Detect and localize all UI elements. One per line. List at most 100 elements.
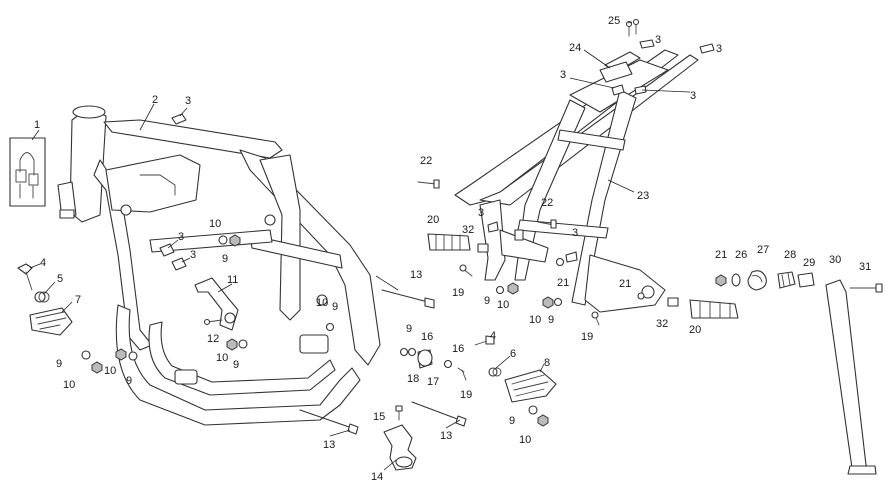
part-11-bracket [194,277,239,331]
callout-9: 9 [406,323,412,335]
part-20-footpeg-right [689,299,739,319]
callout-19: 19 [581,331,593,343]
callout-3: 3 [185,95,191,107]
callout-21: 21 [557,277,569,289]
callout-5: 5 [57,273,63,285]
part-28-bushing [777,271,796,289]
part-22-bolts [417,179,557,229]
callout-21: 21 [619,278,631,290]
callout-20: 20 [689,324,701,336]
part-27-spring [747,270,767,291]
washers-right-lower [528,405,549,427]
callout-19: 19 [460,389,472,401]
part-3-clips-subframe [487,39,715,263]
callout-16: 16 [421,331,433,343]
part-5-spring [34,291,50,303]
callout-13: 13 [323,439,335,451]
part-20-footpeg-left [427,233,471,251]
callout-10: 10 [104,365,116,377]
callout-3: 3 [655,34,661,46]
callout-22: 22 [420,155,432,167]
callout-24: 24 [569,42,581,54]
callout-16: 16 [452,343,464,355]
callout-20: 20 [427,214,439,226]
callout-12: 12 [207,333,219,345]
callout-25: 25 [608,15,620,27]
part-4-bolt-left [17,263,33,291]
callout-14: 14 [371,471,383,483]
callout-10: 10 [63,379,75,391]
part-21-nut [715,274,727,287]
callout-3: 3 [716,43,722,55]
callout-23: 23 [637,190,649,202]
callout-19: 19 [452,287,464,299]
callout-10: 10 [529,314,541,326]
callout-30: 30 [829,254,841,266]
callout-1: 1 [34,119,40,131]
callout-21: 21 [715,249,727,261]
washers-subframe [495,257,645,309]
callout-31: 31 [859,261,871,273]
part-23-subframe [454,49,699,313]
callout-18: 18 [407,373,419,385]
leader-lines [29,21,691,471]
callout-9: 9 [233,359,239,371]
callout-4: 4 [40,257,46,269]
callout-7: 7 [75,294,81,306]
part-32-pins [477,243,679,307]
callout-3: 3 [560,69,566,81]
callout-29: 29 [803,257,815,269]
part-29-sleeve [797,272,815,288]
callout-8: 8 [544,357,550,369]
callout-9: 9 [509,415,515,427]
callout-10: 10 [216,352,228,364]
callout-13: 13 [410,269,422,281]
callout-28: 28 [784,249,796,261]
part-6-spring-right [488,367,502,377]
callout-22: 22 [541,197,553,209]
callout-3: 3 [190,249,196,261]
callout-11: 11 [227,274,238,286]
callout-32: 32 [656,318,668,330]
part-26-washer [731,273,741,287]
part-24-plate [599,61,633,83]
callout-9: 9 [548,314,554,326]
callout-9: 9 [56,358,62,370]
callout-labels: 1 2 3 3 3 3 3 3 3 3 3 4 4 5 6 7 8 9 9 9 … [34,15,871,483]
callout-9: 9 [222,253,228,265]
callout-9: 9 [484,295,490,307]
callout-10: 10 [497,299,509,311]
part-14-pedal [383,424,417,471]
callout-10: 10 [519,434,531,446]
washers-nuts-left [81,234,335,374]
part-2-main-frame [57,105,381,426]
part-19-bolts [459,264,600,381]
callout-4: 4 [490,330,496,342]
callout-2: 2 [152,94,158,106]
callout-13: 13 [440,430,452,442]
callout-6: 6 [510,348,516,360]
callout-32: 32 [462,224,474,236]
callout-15: 15 [373,411,385,423]
part-13-long-bolts [299,289,467,435]
callout-10: 10 [316,297,328,309]
part-15-screw [395,405,403,421]
callout-9: 9 [126,375,132,387]
part-31-bolt [849,283,883,293]
callout-17: 17 [427,376,439,388]
part-8-footpeg-right [504,369,557,403]
parts-16-18-spacers [399,347,465,373]
part-7-footpeg-left [29,307,73,336]
part-3-clips-frame [159,113,187,271]
callout-27: 27 [757,244,769,256]
part-4-bolt-right [474,335,495,346]
part-12-bolt [203,318,223,326]
part-25-screws [625,18,640,37]
callout-3: 3 [178,231,184,243]
callout-26: 26 [735,249,747,261]
callout-9: 9 [332,301,338,313]
callout-3: 3 [478,207,484,219]
part-1-lock-keys [9,137,46,207]
